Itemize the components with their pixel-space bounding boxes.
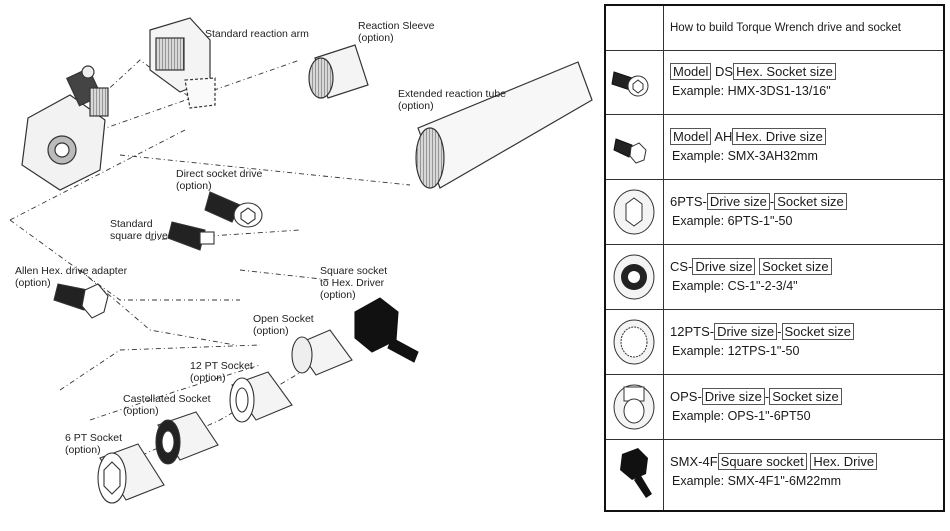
code-box-1: Hex. Socket size	[733, 63, 836, 80]
code-box-2: Socket size	[781, 323, 854, 340]
code-box-1: Drive size	[692, 258, 756, 275]
code-model-box: Model	[670, 63, 712, 80]
extended-reaction-tube	[415, 61, 593, 189]
code-box-1: Hex. Drive size	[732, 128, 826, 145]
direct-socket-drive	[204, 191, 263, 228]
example-text: Example: 6PTS-1"-50	[672, 214, 793, 228]
castellated-socket-icon	[606, 245, 663, 309]
diagram-drawing	[9, 17, 593, 504]
label-open-socket: Open Socket (option)	[253, 313, 314, 337]
part-code-format: 6PTS-Drive size-Socket size	[670, 193, 847, 210]
hex-socket-drive-icon	[606, 50, 663, 114]
code-separator: -	[764, 389, 770, 404]
table-header: How to build Torque Wrench drive and soc…	[606, 6, 943, 51]
code-prefix: SMX-4F	[670, 454, 718, 469]
6pt-socket	[97, 443, 165, 504]
6pt-socket-icon	[606, 180, 663, 244]
example-text: Example: HMX-3DS1-13/16"	[672, 84, 831, 98]
code-box-1: Drive size	[706, 193, 770, 210]
reaction-sleeve	[308, 44, 369, 99]
code-prefix: OPS-	[670, 389, 702, 404]
label-extended-reaction-tube: Extended reaction tube (option)	[398, 88, 506, 112]
code-mid: DS	[711, 64, 734, 79]
12pt-socket-icon	[606, 310, 663, 374]
code-prefix: CS-	[670, 259, 693, 274]
code-box-2: Socket size	[774, 193, 847, 210]
code-mid: AH	[711, 129, 733, 144]
label-allen-hex-adapter: Allen Hex. drive adapter (option)	[15, 265, 128, 289]
part-code-format: 12PTS-Drive size-Socket size	[670, 323, 854, 340]
square-socket-hex-driver	[354, 297, 419, 363]
castellated-socket	[155, 411, 219, 465]
example-text: Example: SMX-4F1"-6M22mm	[672, 474, 842, 488]
code-box-2: Socket size	[759, 258, 832, 275]
example-text: Example: CS-1"-2-3/4"	[672, 279, 798, 293]
code-box-1: Square socket	[717, 453, 807, 470]
label-reaction-sleeve: Reaction Sleeve (option)	[358, 20, 435, 44]
example-text: Example: OPS-1"-6PT50	[672, 409, 811, 423]
square-socket-hex-icon	[606, 440, 663, 504]
code-separator: -	[777, 324, 782, 339]
label-6pt-socket: 6 PT Socket (option)	[65, 432, 123, 456]
label-standard-reaction-arm: Standard reaction arm	[205, 28, 309, 40]
column-divider	[663, 6, 664, 510]
code-model-box: Model	[670, 128, 712, 145]
open-socket	[291, 329, 353, 376]
torque-wrench-head	[21, 65, 109, 191]
exploded-diagram: Standard reaction arm Reaction Sleeve (o…	[9, 17, 593, 504]
code-box-2: Hex. Drive	[810, 453, 878, 470]
example-text: Example: SMX-3AH32mm	[672, 149, 818, 163]
open-socket-icon	[606, 375, 663, 439]
allen-hex-drive-icon	[606, 115, 663, 179]
label-castellated-socket: Castellated Socket (option)	[123, 393, 211, 417]
code-prefix: 12PTS-	[670, 324, 715, 339]
reaction-arm	[149, 17, 216, 109]
code-prefix: 6PTS-	[670, 194, 707, 209]
label-standard-square-drive: Standard square drive	[110, 218, 168, 242]
code-separator: -	[769, 194, 775, 209]
label-square-socket-hex: Square socket to Hex. Driver (option)	[320, 265, 388, 301]
code-box-1: Drive size	[714, 323, 778, 340]
table-title: How to build Torque Wrench drive and soc…	[670, 22, 901, 34]
code-box-1: Drive size	[701, 388, 765, 405]
part-code-format: CS-Drive size Socket size	[670, 258, 832, 275]
part-code-format: OPS-Drive size-Socket size	[670, 388, 842, 405]
12pt-socket	[229, 371, 293, 423]
code-box-2: Socket size	[769, 388, 842, 405]
label-direct-socket-drive: Direct socket drive (option)	[176, 168, 263, 192]
build-table: How to build Torque Wrench drive and soc…	[604, 4, 945, 512]
example-text: Example: 12TPS-1"-50	[672, 344, 800, 358]
standard-square-drive	[167, 221, 215, 251]
allen-hex-adapter	[53, 283, 109, 319]
label-12pt-socket: 12 PT Socket (option)	[190, 360, 253, 384]
